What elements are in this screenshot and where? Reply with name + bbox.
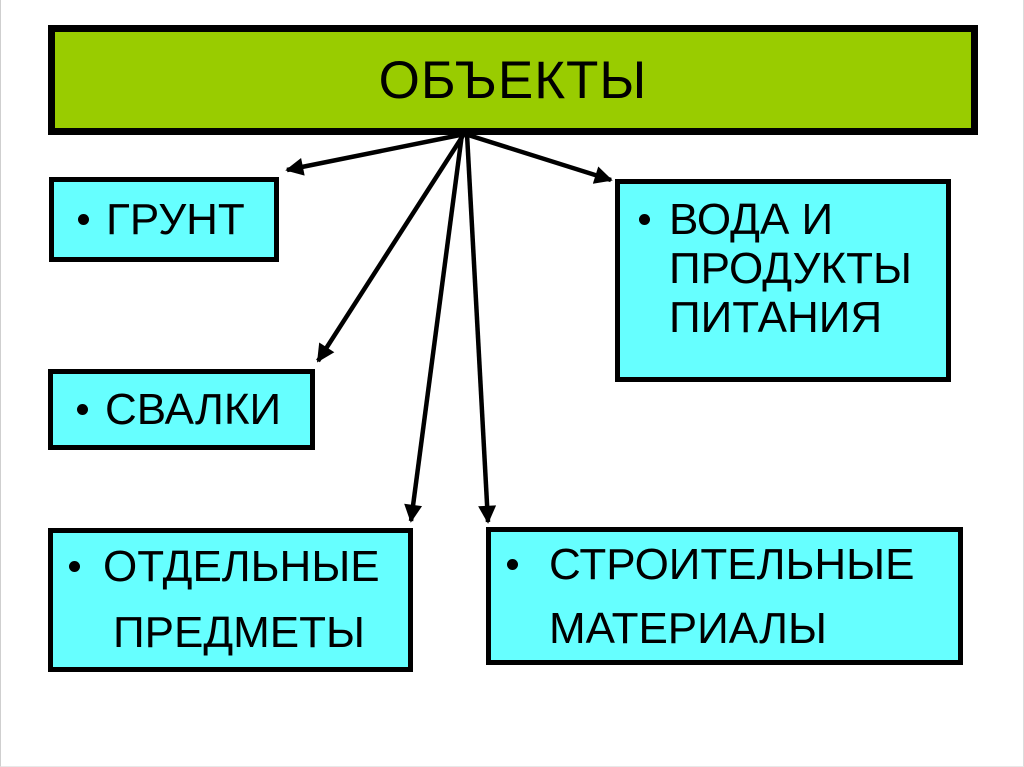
diagram-node-otdelnye-predmety: ОТДЕЛЬНЫЕ ПРЕДМЕТЫ <box>48 528 413 672</box>
node-label-line: ПРЕДМЕТЫ <box>113 608 365 657</box>
bullet-icon <box>77 404 88 415</box>
diagram-root-node-objects: ОБЪЕКТЫ <box>48 25 978 135</box>
node-label: СВАЛКИ <box>105 384 282 434</box>
bullet-icon <box>507 559 518 570</box>
node-label-line: ПИТАНИЯ <box>669 293 883 342</box>
bullet-icon <box>69 561 80 572</box>
node-label: ВОДА И ПРОДУКТЫ ПИТАНИЯ <box>669 195 912 377</box>
diagram-node-svalki: СВАЛКИ <box>48 369 315 450</box>
arrow-objects-to-grunt <box>285 131 466 176</box>
bullet-icon <box>78 214 89 225</box>
node-label-line: ОТДЕЛЬНЫЕ <box>103 542 380 591</box>
arrow-objects-to-stroitelnye-materialy <box>464 133 497 524</box>
node-label: СТРОИТЕЛЬНЫЕ МАТЕРИАЛЫ <box>549 533 914 660</box>
bullet-icon <box>639 214 650 225</box>
arrow-objects-to-voda <box>464 131 613 184</box>
node-label-line: ВОДА И <box>669 195 834 244</box>
node-label-line: СТРОИТЕЛЬНЫЕ <box>549 540 915 589</box>
diagram-node-voda: ВОДА И ПРОДУКТЫ ПИТАНИЯ <box>615 179 951 382</box>
node-label: ГРУНТ <box>106 194 245 244</box>
arrow-objects-to-svalki <box>316 132 466 363</box>
node-label-line: ПРОДУКТЫ <box>669 244 912 293</box>
node-label: ОТДЕЛЬНЫЕ ПРЕДМЕТЫ <box>103 534 380 667</box>
diagram-node-grunt: ГРУНТ <box>49 177 279 262</box>
arrow-objects-to-otdelnye-predmety <box>404 133 465 523</box>
diagram-node-stroitelnye-materialy: СТРОИТЕЛЬНЫЕ МАТЕРИАЛЫ <box>486 527 963 665</box>
node-label-line: МАТЕРИАЛЫ <box>549 604 827 653</box>
root-node-label: ОБЪЕКТЫ <box>378 50 648 110</box>
